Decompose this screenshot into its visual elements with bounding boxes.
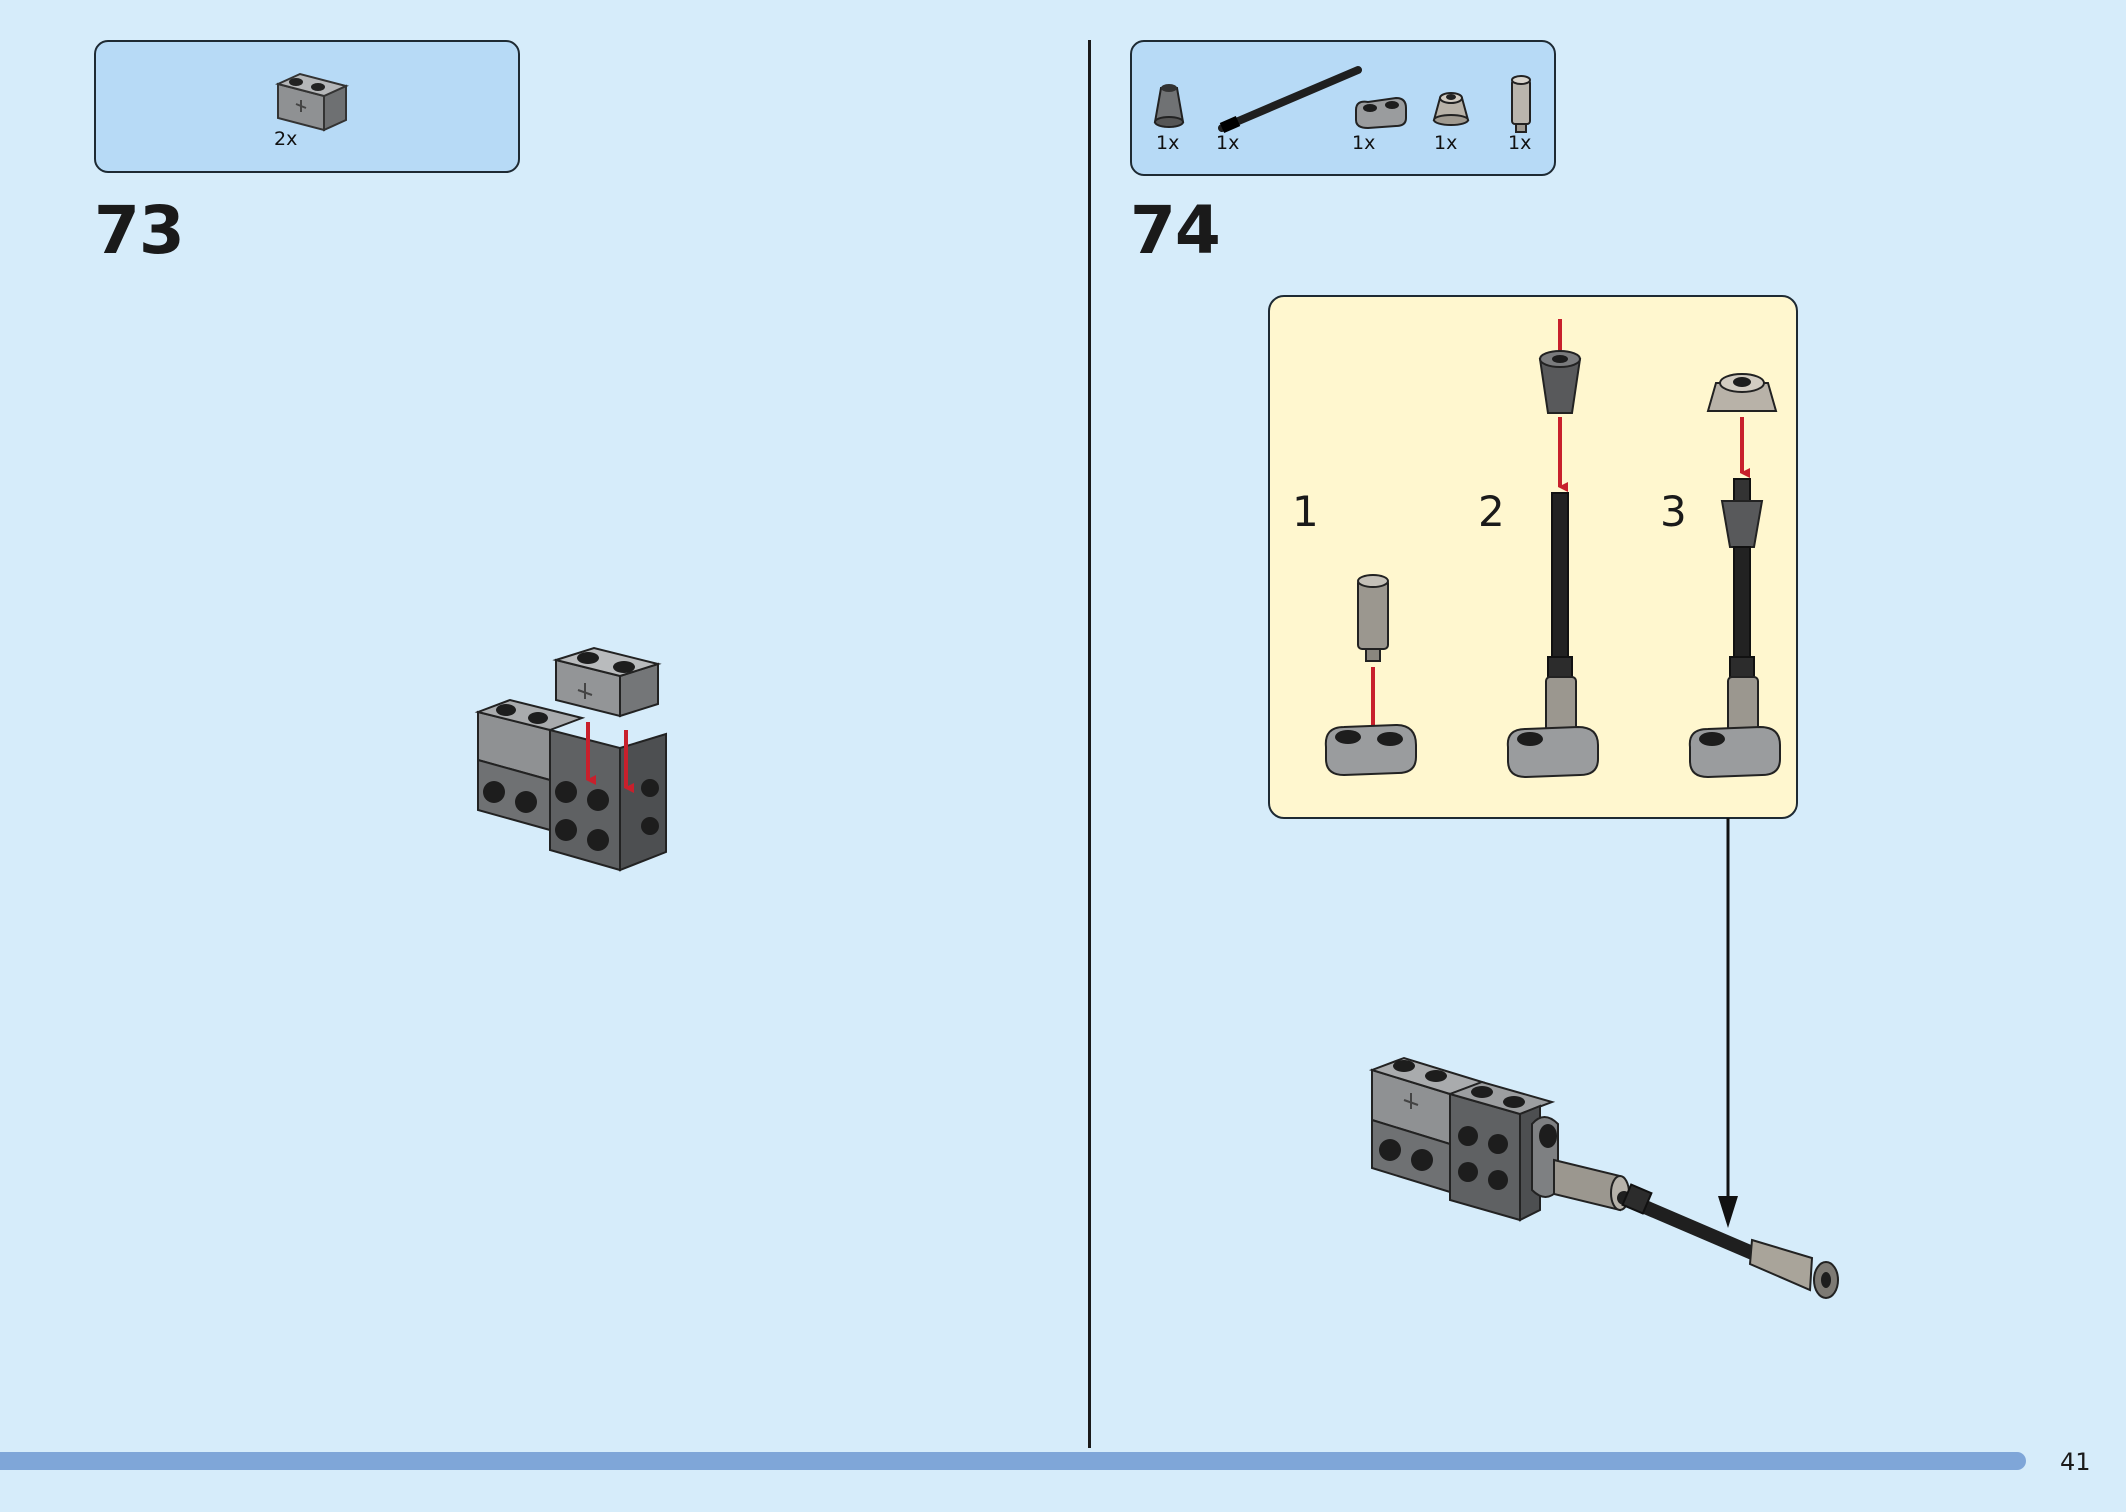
substep-3-illustration [1688,373,1781,779]
part-qty: 2x [274,128,298,150]
part-qty: 1x [1216,132,1240,154]
step-73-assembly-illustration [474,646,667,872]
technic-brick-icon [275,72,349,132]
part-qty: 1x [1434,132,1458,154]
bar-holder-icon [1511,75,1531,133]
page-footer-bar [0,1452,2026,1470]
page-divider [1088,40,1091,1448]
step-74-assembly-illustration [1368,1056,1839,1299]
part-qty: 1x [1156,132,1180,154]
substep-label-1: 1 [1292,487,1319,536]
cone-icon [1153,84,1185,128]
rounded-plate-icon [1355,96,1407,130]
parts-box-step-73: 2x [94,40,520,173]
step-number-74: 74 [1130,192,1221,269]
page-number: 41 [2060,1448,2091,1476]
substep-label-3: 3 [1660,487,1687,536]
part-qty: 1x [1508,132,1532,154]
substep-panel: 1 2 3 [1268,295,1798,819]
parts-box-step-74: 1x 1x 1x 1x 1x [1130,40,1556,176]
dish-icon [1432,92,1470,126]
substep-1-illustration [1324,574,1417,777]
substep-2-illustration [1506,319,1599,779]
bar-icon [1218,66,1362,134]
substep-label-2: 2 [1478,487,1505,536]
placement-arrow [1718,818,1738,1228]
part-qty: 1x [1352,132,1376,154]
step-number-73: 73 [94,192,185,269]
